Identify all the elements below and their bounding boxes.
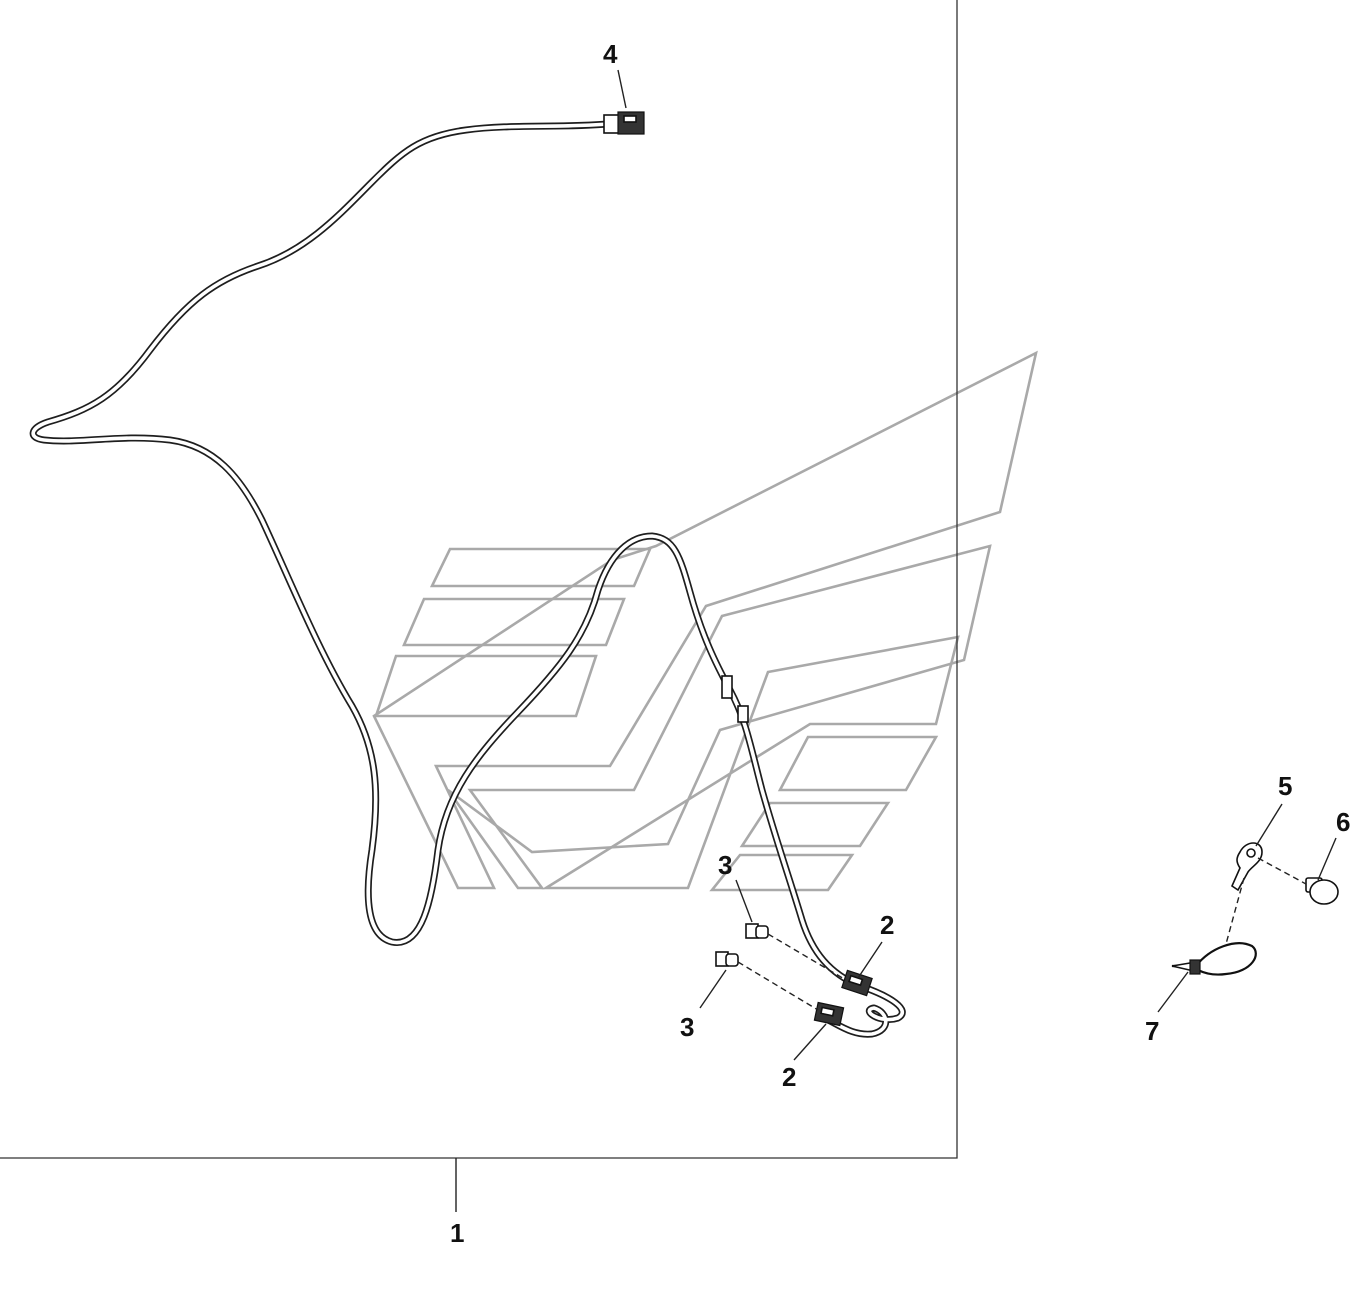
callout-connector-upper: 2 xyxy=(880,910,894,940)
wire-harness xyxy=(29,120,906,1038)
wire-sleeve-2 xyxy=(737,705,749,723)
callout-connector-lower: 2 xyxy=(782,1062,796,1092)
leader-lines xyxy=(617,69,1337,1061)
callout-end-connector: 4 xyxy=(603,39,618,69)
callout-ring-terminal: 5 xyxy=(1278,771,1292,801)
callout-screw: 6 xyxy=(1336,807,1350,837)
watermark-logo xyxy=(372,350,1038,892)
callout-plug-upper: 3 xyxy=(718,850,732,880)
end-connector xyxy=(603,111,645,135)
harness-connector-upper xyxy=(841,969,873,997)
assembly-path-upper xyxy=(767,933,847,981)
ring-terminal xyxy=(1230,842,1263,892)
callout-cable-tie: 7 xyxy=(1145,1016,1159,1046)
callout-plug-lower: 3 xyxy=(680,1012,694,1042)
assembly-path-screw xyxy=(1257,857,1307,885)
assembly-frame xyxy=(0,0,958,1212)
assembly-path-tie xyxy=(1225,877,1245,945)
assembly-path-lower xyxy=(737,961,819,1011)
cable-tie xyxy=(1171,942,1257,976)
screw xyxy=(1305,877,1339,905)
plug-lower xyxy=(715,951,739,967)
wire-sleeve-1 xyxy=(721,675,733,699)
plug-upper xyxy=(745,923,769,939)
callout-harness-assembly: 1 xyxy=(450,1218,464,1248)
harness-connector-lower xyxy=(813,1001,845,1027)
